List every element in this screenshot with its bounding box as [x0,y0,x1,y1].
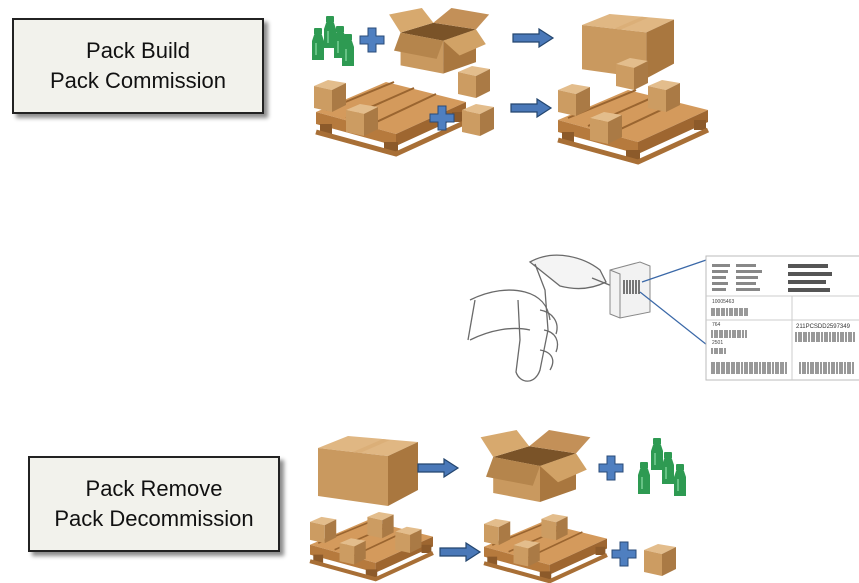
pack-build-label-box: Pack Build Pack Commission [12,18,264,114]
pack-remove-title: Pack Remove [85,476,223,501]
arrow-right-icon [439,542,481,562]
open-box-icon [389,8,490,74]
label-number-2: 764 [712,322,721,328]
pallet-with-boxes-icon [484,514,607,581]
label-number-3: 2501 [712,340,723,346]
shipping-label: 10005463 764 211PCSDD2597349 2501 [705,255,859,381]
loaded-pallet-icon [310,512,433,579]
open-box-icon [480,430,591,502]
pack-commission-title: Pack Commission [49,68,227,93]
arrow-right-icon [510,98,552,118]
arrow-right-icon [512,28,554,48]
bottles-icon [638,438,686,496]
plus-icon [611,541,637,567]
small-box-icon [644,544,676,576]
label-number-1: 10005463 [712,299,734,305]
bottles-icon [312,16,354,66]
pack-build-title: Pack Build [86,38,190,63]
pack-decommission-title: Pack Decommission [54,506,254,531]
loaded-pallet-icon [558,58,708,162]
closed-box-icon [318,436,418,506]
pack-remove-label-box: Pack Remove Pack Decommission [28,456,280,552]
small-boxes-icon [458,66,494,136]
plus-icon [598,455,624,481]
barcode-scanner-icon [467,254,613,382]
plus-icon [359,27,385,53]
label-number-4: 211PCSDD2597349 [796,324,851,330]
arrow-right-icon [417,458,459,478]
